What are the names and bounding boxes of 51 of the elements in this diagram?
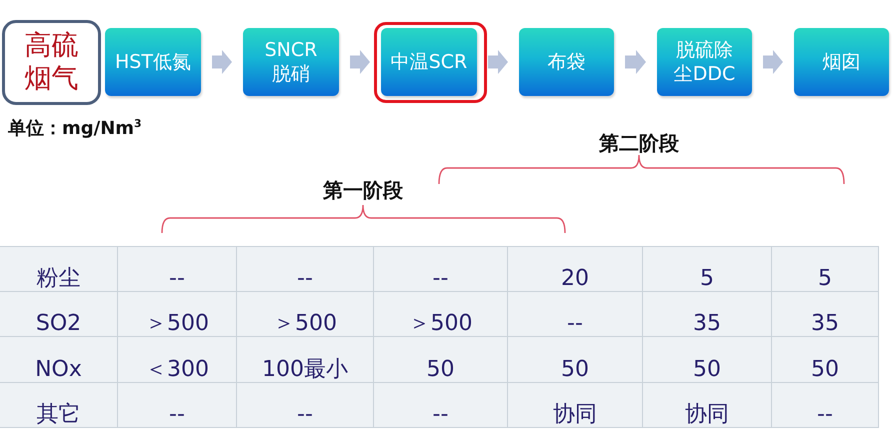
arrow [212, 50, 232, 74]
table-cell: -- [237, 382, 374, 428]
table-cell: 20 [508, 246, 643, 292]
arrow [625, 50, 646, 74]
node-label: SNCR脱硝 [264, 38, 318, 86]
table-cell: -- [508, 292, 643, 337]
table-cell: 50 [374, 337, 508, 382]
stage-label: 第二阶段 [599, 130, 679, 157]
row-header: 粉尘 [0, 246, 118, 292]
arrow [763, 50, 783, 74]
node-label: HST低氮 [115, 50, 191, 74]
node-label: 烟囱 [822, 50, 860, 74]
table-cell: -- [772, 382, 879, 428]
process-box [381, 28, 477, 96]
table-cell: ＞500 [118, 292, 237, 337]
table-cell: 50 [772, 337, 879, 382]
node-label: 高硫烟气 [23, 30, 80, 95]
unit-note: 单位：mg/Nm$^{3}$ [8, 116, 142, 140]
start-box [2, 20, 101, 105]
node-label: 布袋 [548, 50, 586, 74]
row-header: 其它 [0, 382, 118, 428]
table-cell: 5 [772, 246, 879, 292]
arrow [488, 50, 508, 74]
table-cell: ＜300 [118, 337, 237, 382]
process-box [105, 28, 201, 96]
node-label: 脱硫除尘DDC [672, 38, 736, 86]
stage-label: 第一阶段 [323, 177, 403, 204]
row-header: NOx [0, 337, 118, 382]
table-cell: 协同 [643, 382, 772, 428]
table-cell: 5 [643, 246, 772, 292]
process-box [243, 28, 339, 96]
table-cell: -- [118, 246, 237, 292]
table-cell: 协同 [508, 382, 643, 428]
process-box [794, 28, 889, 96]
process-box [657, 28, 752, 96]
table-cell: 35 [643, 292, 772, 337]
table-cell: -- [374, 382, 508, 428]
table-cell: ＞500 [237, 292, 374, 337]
table-cell: -- [374, 246, 508, 292]
node-label: 中温SCR [390, 50, 468, 74]
table-cell: -- [118, 382, 237, 428]
table-cell: ＞500 [374, 292, 508, 337]
process-box [519, 28, 614, 96]
table-cell: 100最小 [237, 337, 374, 382]
arrow [350, 50, 370, 74]
table-cell: -- [237, 246, 374, 292]
table-cell: 50 [508, 337, 643, 382]
highlight-frame [374, 22, 487, 103]
row-header: SO2 [0, 292, 118, 337]
table-cell: 35 [772, 292, 879, 337]
table-cell: 50 [643, 337, 772, 382]
